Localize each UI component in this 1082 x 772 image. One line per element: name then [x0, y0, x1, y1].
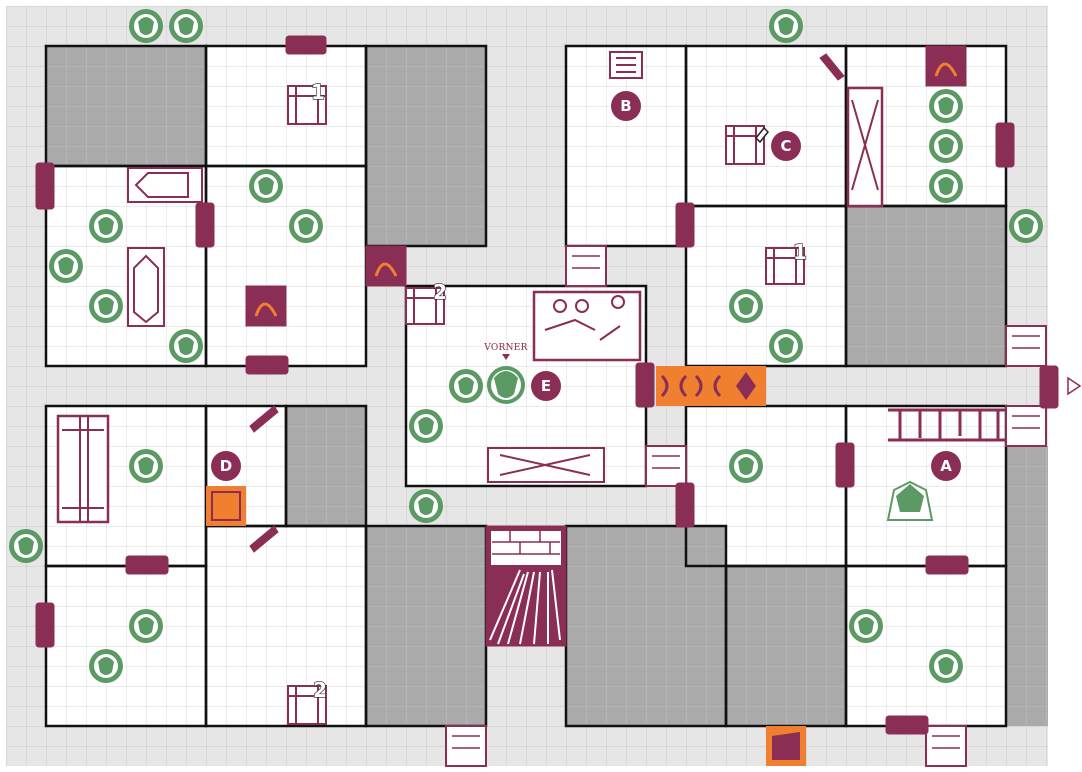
monster-goblin-icon[interactable]	[169, 9, 203, 43]
monster-skeleton-icon[interactable]	[49, 249, 83, 283]
fireplace[interactable]	[245, 45, 967, 327]
monster-zombie-icon[interactable]	[169, 329, 203, 363]
monsters-layer	[9, 9, 1043, 683]
alchemist-bench[interactable]	[532, 290, 642, 362]
monster-mummy-icon[interactable]	[129, 449, 163, 483]
monster-goblin-icon[interactable]	[769, 9, 803, 43]
hazard-tiles	[206, 366, 806, 766]
number-marker: 1	[793, 240, 807, 264]
monster-goblin-icon[interactable]	[929, 169, 963, 203]
monster-fimir-icon[interactable]	[449, 369, 483, 403]
monster-fimir-icon[interactable]	[849, 609, 883, 643]
doors[interactable]	[35, 35, 1059, 735]
number-marker: 1	[311, 80, 325, 104]
furniture-layer	[35, 35, 1059, 767]
monster-goblin-icon[interactable]	[129, 9, 163, 43]
monster-fimir-icon[interactable]	[1009, 209, 1043, 243]
trap-tile[interactable]	[690, 366, 726, 406]
key-icon[interactable]	[754, 126, 770, 144]
room-label-text: E	[541, 377, 551, 395]
monster-zombie-icon[interactable]	[89, 649, 123, 683]
bookcase[interactable]	[846, 86, 884, 208]
room-label-a: A	[931, 451, 961, 481]
monster-fimir-icon[interactable]	[769, 329, 803, 363]
hero-vorner[interactable]: VORNER	[483, 343, 528, 404]
monster-goblin-icon[interactable]	[409, 489, 443, 523]
number-marker: 2	[313, 678, 327, 702]
monster-mummy-icon[interactable]	[89, 289, 123, 323]
stairs[interactable]	[485, 525, 567, 647]
torture-rack[interactable]	[56, 414, 110, 524]
hero-name-label: VORNER	[483, 343, 528, 353]
tomb-furniture[interactable]	[127, 167, 203, 327]
number-labels-layer: 1 1 2 2	[310, 79, 807, 702]
monster-mummy-icon[interactable]	[289, 209, 323, 243]
weapons-rack[interactable]	[487, 447, 605, 483]
arrow-right-outline-icon[interactable]	[1067, 376, 1082, 396]
rubble-block[interactable]	[445, 245, 1047, 767]
room-label-e: E	[531, 371, 561, 401]
room-label-b: B	[611, 91, 641, 121]
trap-tile[interactable]	[656, 366, 690, 406]
number-marker: 2	[433, 280, 447, 304]
monster-goblin-icon[interactable]	[929, 89, 963, 123]
monster-fimir-icon[interactable]	[9, 529, 43, 563]
monster-zombie-icon[interactable]	[89, 209, 123, 243]
room-label-text: B	[620, 97, 631, 115]
room-label-text: A	[940, 457, 952, 475]
treasure-chest[interactable]	[287, 51, 805, 725]
room-label-text: C	[780, 137, 791, 155]
room-label-text: D	[220, 457, 232, 475]
monster-skeleton-icon[interactable]	[129, 609, 163, 643]
monster-fimir-icon[interactable]	[729, 449, 763, 483]
weapons-rack[interactable]	[888, 408, 1006, 442]
monster-fimir-icon[interactable]	[729, 289, 763, 323]
monster-orc-icon[interactable]	[929, 129, 963, 163]
monster-orc-chief-icon[interactable]	[886, 480, 934, 521]
room-labels-layer: A B C D E	[211, 91, 961, 481]
room-label-d: D	[211, 451, 241, 481]
room-label-c: C	[771, 131, 801, 161]
monster-fimir-icon[interactable]	[929, 649, 963, 683]
monster-skeleton-icon[interactable]	[249, 169, 283, 203]
monster-fimir-icon[interactable]	[409, 409, 443, 443]
